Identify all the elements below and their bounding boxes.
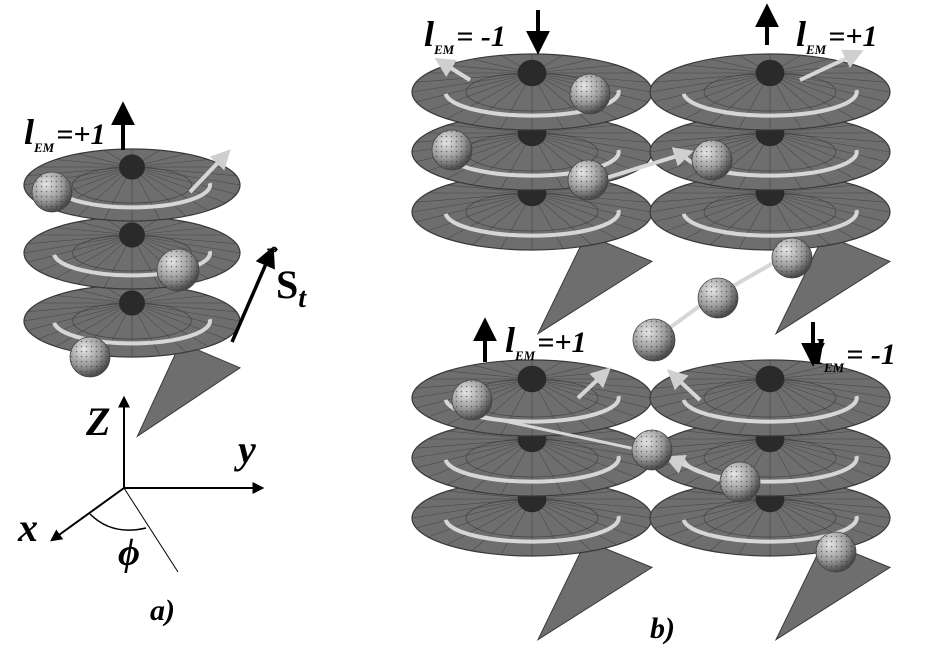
- helix-b-top-left: [412, 54, 652, 334]
- particle-sphere: [692, 140, 732, 180]
- y-axis-label: y: [238, 430, 256, 470]
- particle-sphere: [720, 462, 760, 502]
- particle-sphere: [568, 160, 608, 200]
- particle-sphere: [698, 278, 738, 318]
- orbital-momentum-label: lEM=+1: [24, 114, 105, 154]
- particle-sphere: [816, 532, 856, 572]
- helix-b-bottom-right: [650, 360, 890, 640]
- spin-vector-arrow: [232, 250, 272, 342]
- particle-sphere: [32, 172, 72, 212]
- orbital-momentum-label: lEM= -1: [814, 334, 896, 374]
- particle-sphere: [157, 249, 199, 291]
- panel-a-caption: a): [150, 596, 175, 626]
- particle-sphere: [70, 337, 110, 377]
- particle-sphere: [432, 130, 472, 170]
- coordinate-axes: [52, 398, 262, 572]
- particle-sphere: [632, 430, 672, 470]
- particle-sphere: [772, 238, 812, 278]
- particle-sphere: [570, 74, 610, 114]
- x-axis-label: x: [18, 508, 38, 548]
- z-axis-label: Z: [86, 402, 110, 442]
- spin-vector-label: St: [276, 265, 306, 313]
- particle-sphere: [633, 319, 675, 361]
- panel-b-caption: b): [650, 614, 675, 644]
- orbital-momentum-label: lEM= -1: [424, 16, 506, 56]
- orbital-momentum-label: lEM=+1: [796, 16, 877, 56]
- orbital-momentum-label: lEM=+1: [505, 322, 586, 362]
- particle-sphere: [452, 380, 492, 420]
- azimuth-angle-label: ϕ: [118, 534, 140, 572]
- helix-b-bottom-left: [412, 360, 652, 640]
- helix-b-top-right: [650, 54, 890, 334]
